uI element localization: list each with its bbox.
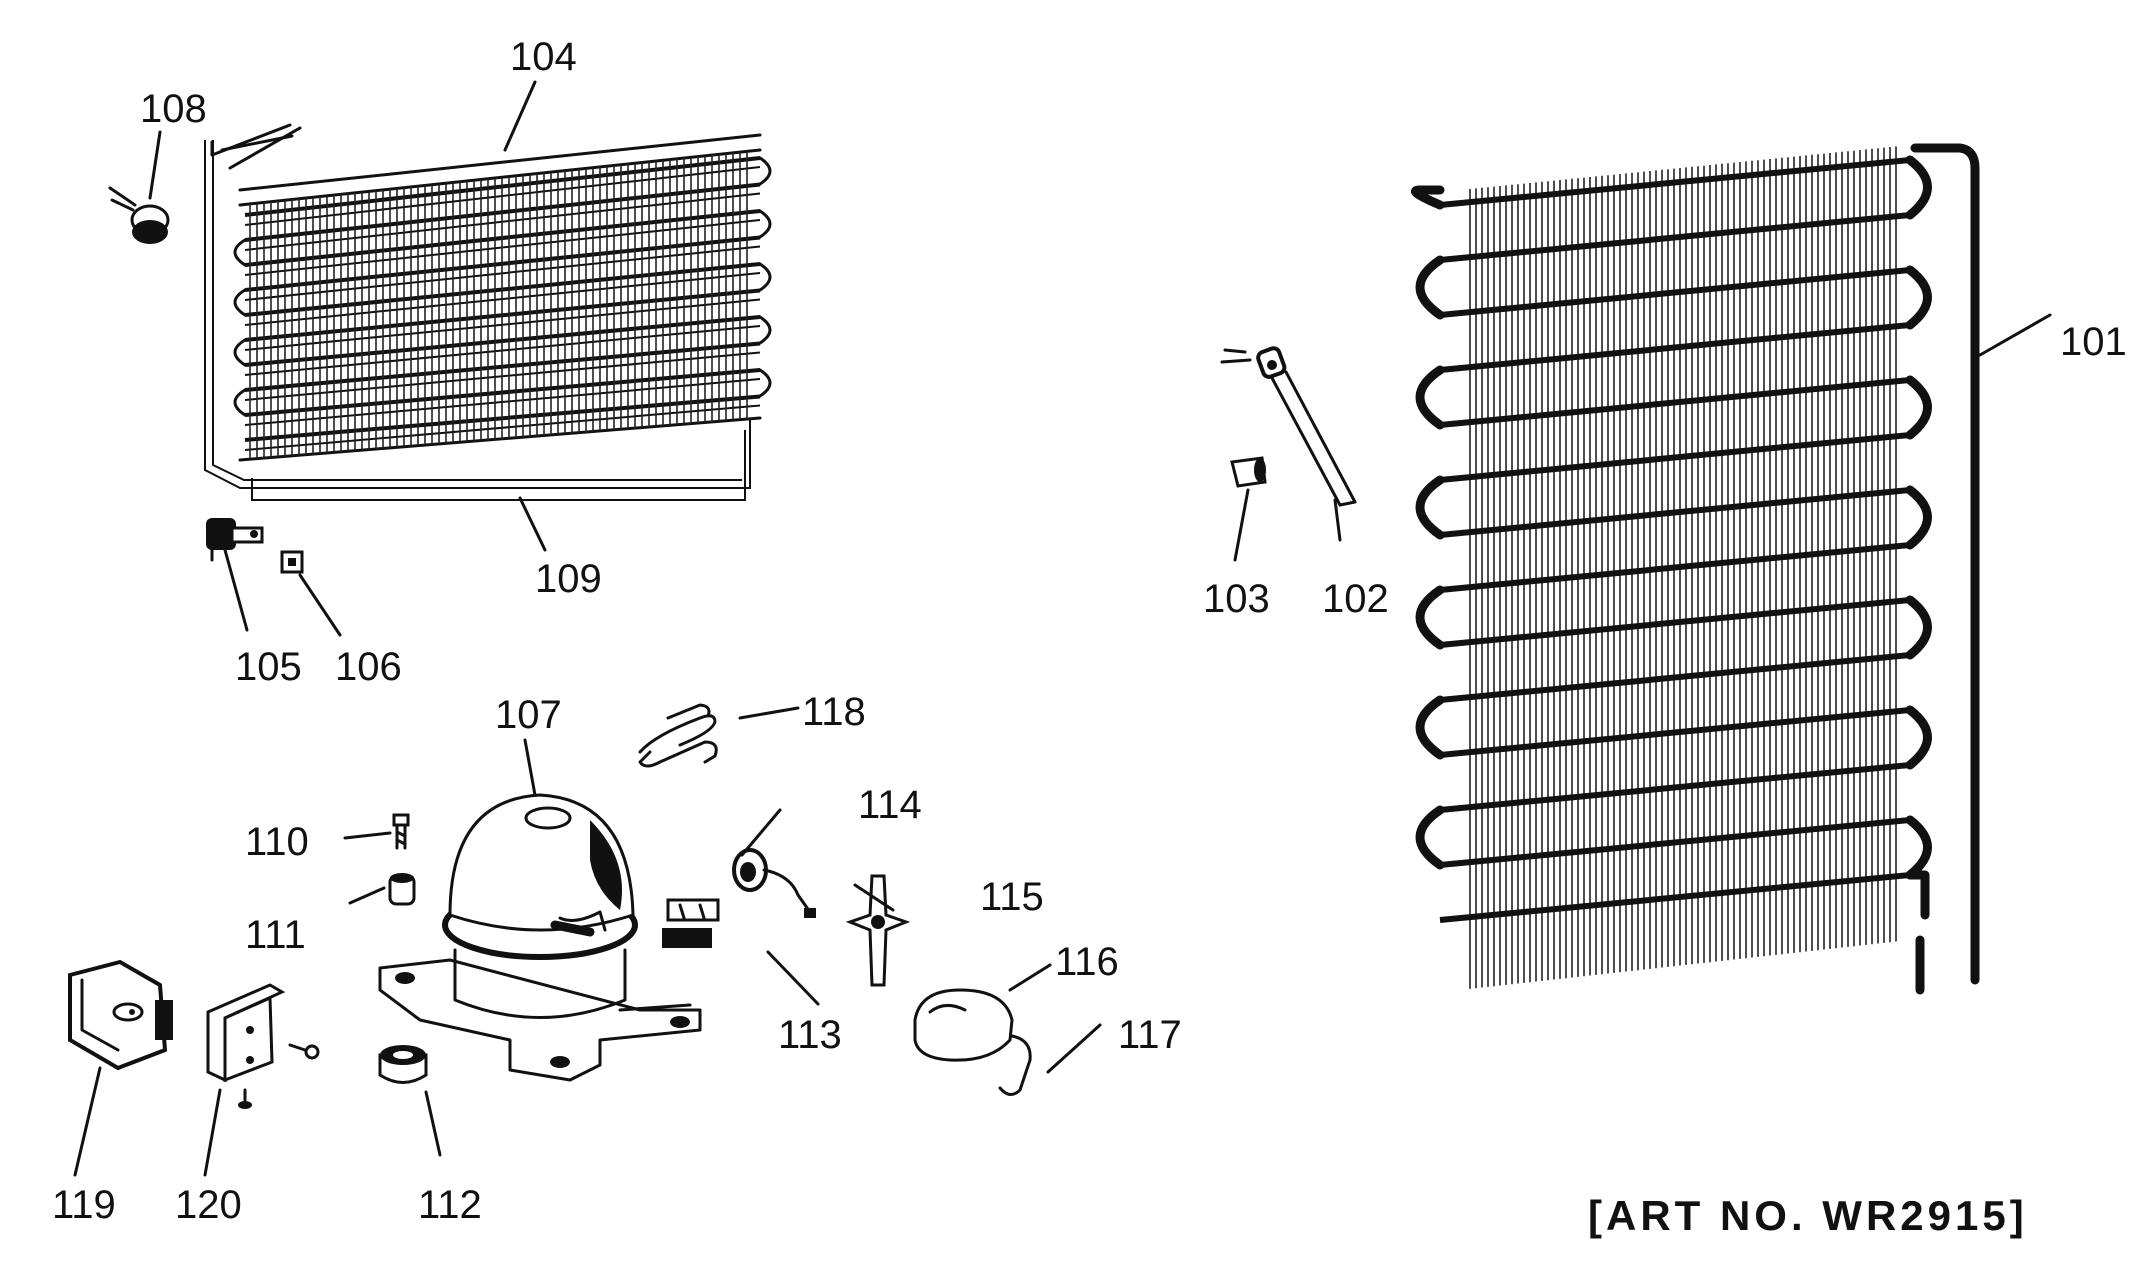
label-108: 108 [140, 87, 207, 131]
condenser-bend [1411, 185, 1445, 210]
label-114: 114 [858, 783, 922, 827]
condenser-bend [1905, 155, 1932, 220]
evaporator-bend [233, 238, 247, 267]
cover[interactable] [913, 988, 1014, 1062]
bolt[interactable] [392, 813, 410, 850]
condenser[interactable] [1411, 143, 1980, 995]
condenser-tube [1439, 487, 1911, 538]
condenser-bend [1905, 815, 1932, 880]
condenser-tube [1439, 267, 1911, 318]
label-119: 119 [52, 1183, 116, 1227]
condenser-tube [1439, 817, 1911, 868]
art-number: [ART NO. WR2915] [1588, 1192, 2028, 1239]
tube-fitting[interactable] [1230, 456, 1267, 488]
label-117: 117 [1118, 1013, 1182, 1057]
evaporator-bend [758, 368, 772, 398]
evaporator-bend [233, 338, 247, 367]
label-103: 103 [1203, 577, 1270, 621]
clip[interactable] [845, 874, 911, 987]
bracket[interactable] [206, 983, 320, 1109]
evaporator-bend [758, 209, 772, 239]
label-109: 109 [535, 557, 602, 601]
evaporator-bend [758, 262, 772, 292]
label-106: 106 [335, 645, 402, 689]
condenser-tube [1439, 212, 1911, 263]
condenser-bend [1905, 705, 1932, 770]
overload[interactable] [732, 848, 816, 918]
label-107: 107 [495, 693, 562, 737]
part-labels: 104 108 101 109 103 102 105 106 107 118 … [52, 35, 2127, 1239]
wire-clip[interactable] [998, 1034, 1032, 1096]
condenser-bend [1415, 255, 1445, 320]
label-105: 105 [235, 645, 302, 689]
spring-clip[interactable] [638, 703, 718, 768]
evaporator-bend [758, 315, 772, 345]
grommet[interactable] [378, 1045, 428, 1084]
condenser-bend [1415, 585, 1445, 650]
evaporator[interactable] [204, 123, 772, 489]
condenser-tube [1439, 762, 1911, 813]
label-101: 101 [2060, 320, 2127, 364]
condenser-bend [1905, 375, 1932, 440]
condenser-tube [1439, 432, 1911, 483]
condenser-bend [1415, 695, 1445, 760]
condenser-bend [1905, 595, 1932, 660]
label-116: 116 [1055, 940, 1119, 984]
condenser-tube [1439, 652, 1911, 703]
label-102: 102 [1322, 577, 1389, 621]
nut[interactable] [280, 550, 304, 574]
sensor[interactable] [108, 186, 170, 244]
drier-tube[interactable] [1220, 346, 1357, 507]
relay[interactable] [68, 959, 173, 1071]
terminal-block[interactable] [662, 898, 720, 948]
label-118: 118 [802, 690, 866, 734]
label-110: 110 [245, 820, 309, 864]
label-111: 111 [245, 913, 306, 957]
compressor[interactable] [378, 793, 702, 1082]
label-115: 115 [980, 875, 1044, 919]
label-104: 104 [510, 35, 577, 79]
condenser-tube [1439, 157, 1911, 208]
heater-loop[interactable] [251, 430, 746, 501]
condenser-bend [1415, 805, 1445, 870]
evaporator-bend [758, 156, 772, 186]
condenser-tube [1439, 322, 1911, 373]
evaporator-bend [233, 388, 247, 417]
condenser-bend [1905, 870, 1930, 920]
label-120: 120 [175, 1183, 242, 1227]
condenser-bend [1415, 365, 1445, 430]
valve[interactable] [206, 518, 264, 562]
condenser-bend [1415, 475, 1445, 540]
condenser-tube [1439, 377, 1911, 428]
condenser-tube [1439, 542, 1911, 593]
sleeve[interactable] [388, 873, 416, 906]
condenser-bend [1905, 265, 1932, 330]
evaporator-bend [233, 288, 247, 317]
leader-lines [73, 80, 2052, 1177]
condenser-tube [1439, 707, 1911, 758]
condenser-tube [1439, 597, 1911, 648]
condenser-tube [1439, 872, 1911, 923]
label-113: 113 [778, 1013, 842, 1057]
condenser-bend [1905, 485, 1932, 550]
label-112: 112 [418, 1183, 482, 1227]
